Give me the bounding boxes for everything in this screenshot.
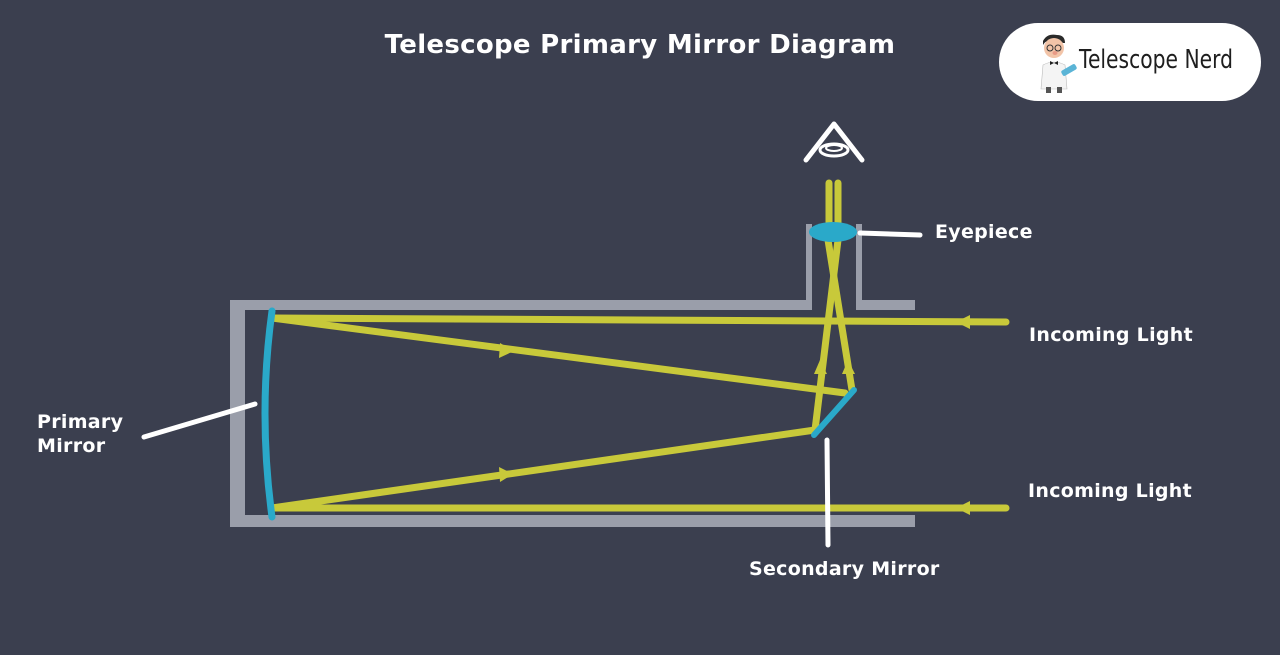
arrow-reflect-bottom <box>499 467 513 482</box>
secondary-mirror <box>811 387 857 438</box>
incoming-light-top-label: Incoming Light <box>1029 324 1193 346</box>
brand-name: Telescope Nerd <box>1079 45 1233 75</box>
page-title: Telescope Primary Mirror Diagram <box>384 30 896 60</box>
eye-icon <box>803 121 865 163</box>
primary-mirror-pointer <box>141 401 258 440</box>
light-rays <box>268 179 1010 512</box>
arrow-incoming-top <box>956 315 970 329</box>
pointer-lines <box>141 230 923 548</box>
incoming-light-bottom-label: Incoming Light <box>1028 480 1192 502</box>
eyepiece-lens <box>809 222 857 242</box>
primary-mirror-label: Primary Mirror <box>37 410 123 458</box>
eyepiece-pointer <box>857 230 923 238</box>
arrow-incoming-bottom <box>956 501 970 515</box>
secondary-mirror-pointer <box>824 437 831 548</box>
arrow-up-left <box>814 360 827 374</box>
secondary-mirror-label: Secondary Mirror <box>749 558 940 580</box>
arrow-up-right <box>842 360 855 374</box>
ray-arrows <box>499 315 970 515</box>
arrow-reflect-top <box>499 343 514 358</box>
telescope-nerd-mascot <box>1040 34 1077 93</box>
primary-mirror-label-line2: Mirror <box>37 435 106 457</box>
telescope-tube <box>230 224 915 527</box>
eyepiece-label: Eyepiece <box>935 221 1033 243</box>
primary-mirror <box>261 307 276 521</box>
brand-badge: Telescope Nerd <box>999 23 1261 101</box>
primary-mirror-label-line1: Primary <box>37 411 124 433</box>
